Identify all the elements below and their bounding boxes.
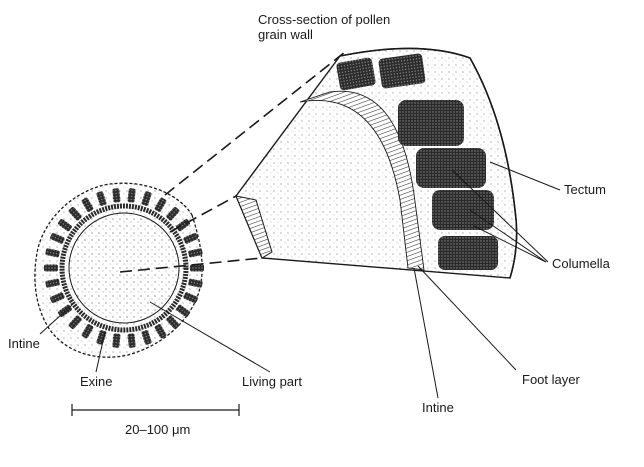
columella-block xyxy=(432,190,494,230)
exine-columella xyxy=(154,197,167,212)
exine-columella xyxy=(81,324,94,339)
columella-block xyxy=(438,236,498,270)
exine-columella xyxy=(176,218,190,232)
exine-columella xyxy=(183,232,198,244)
exine-columella xyxy=(96,191,107,206)
pollen-grain xyxy=(34,182,204,358)
exine-columella xyxy=(81,197,94,212)
exine-columella xyxy=(188,278,203,288)
exine-columella xyxy=(141,330,152,345)
exine-columellae xyxy=(44,188,204,348)
columella-label: Columella xyxy=(552,256,610,271)
exine-columella xyxy=(127,333,136,348)
exine-columella xyxy=(45,278,60,288)
intine-grain-label: Intine xyxy=(8,336,40,351)
exine-columella xyxy=(68,315,82,329)
exine-columella xyxy=(176,304,190,318)
exine-columella xyxy=(183,292,198,304)
exine-columella xyxy=(112,188,121,203)
wall-section xyxy=(235,47,518,279)
exine-columella xyxy=(154,324,167,339)
columella-block xyxy=(378,53,426,89)
wall-section-intine-band xyxy=(235,195,273,259)
exine-columella xyxy=(96,330,107,345)
exine-columella xyxy=(45,248,60,258)
exine-columella xyxy=(166,315,180,329)
intine-ring xyxy=(59,203,189,333)
exine-columella xyxy=(166,207,180,221)
columella-block xyxy=(336,57,376,91)
title-line-1: Cross-section of pollen xyxy=(258,12,391,27)
scale-bar xyxy=(71,404,240,416)
leader-lines xyxy=(39,161,561,399)
intine-wall-label: Intine xyxy=(422,400,454,415)
exine-columella xyxy=(141,191,152,206)
exine-columella xyxy=(190,264,204,272)
living-part-label: Living part xyxy=(242,374,302,389)
exine-columella xyxy=(50,232,65,244)
exine-columella xyxy=(127,188,136,203)
title-line-2: grain wall xyxy=(258,27,313,42)
columella-block xyxy=(416,148,486,188)
columella-blocks xyxy=(336,53,498,270)
exine-columella xyxy=(188,248,203,258)
exine-columella xyxy=(44,264,58,272)
diagram-title: Cross-section of pollen grain wall xyxy=(258,12,438,42)
exine-columella xyxy=(50,292,65,304)
living-part-region xyxy=(68,212,180,324)
exine-columella xyxy=(68,207,82,221)
projection-lines xyxy=(119,51,346,273)
scale-bar-label: 20–100 μm xyxy=(125,422,191,437)
tectum-label: Tectum xyxy=(564,182,606,197)
exine-columella xyxy=(58,218,72,232)
foot-layer-band xyxy=(299,90,425,271)
foot-layer-label: Foot layer xyxy=(522,372,580,387)
exine-label: Exine xyxy=(80,374,113,389)
tectum-outer-surface xyxy=(339,47,518,279)
exine-columella xyxy=(112,333,121,348)
columella-block xyxy=(398,100,464,146)
